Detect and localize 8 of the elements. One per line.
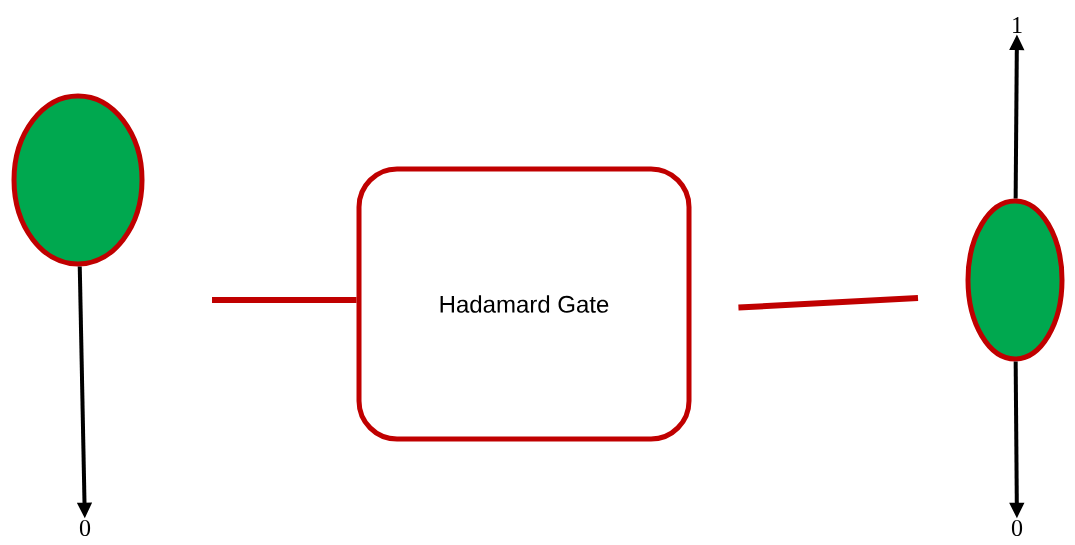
connector-line — [738, 295, 919, 311]
state-label: 1 — [1013, 17, 1022, 33]
bubble — [11, 93, 145, 267]
state-label: 0 — [79, 519, 91, 537]
gate-box: Hadamard Gate — [356, 166, 692, 442]
bubble — [965, 198, 1065, 362]
connector-line — [212, 297, 357, 303]
state-label: 0 — [1011, 519, 1023, 537]
